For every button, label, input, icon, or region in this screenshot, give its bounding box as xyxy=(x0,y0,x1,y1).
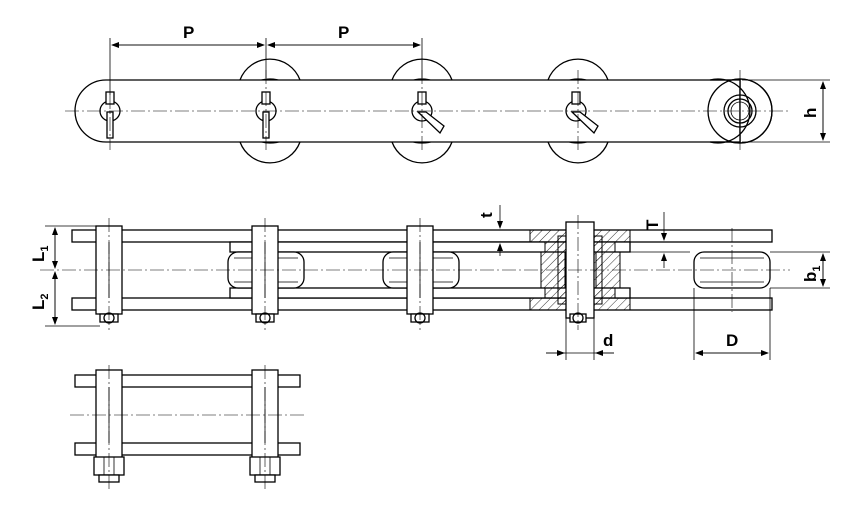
l1-label: L1 xyxy=(29,245,51,262)
pitch-label: P xyxy=(183,23,194,42)
plate-bottom xyxy=(74,442,301,456)
b1-label: b1 xyxy=(801,265,823,282)
plate-top xyxy=(74,374,301,388)
section-cut xyxy=(529,221,631,324)
d-label: d xyxy=(603,331,613,350)
D-label: D xyxy=(726,331,738,350)
top-view: P P h xyxy=(65,23,830,164)
t-label: t xyxy=(477,212,496,218)
height-label: h xyxy=(801,108,820,118)
bottom-view xyxy=(70,365,305,490)
pitch-label: P xyxy=(338,23,349,42)
l2-label: L2 xyxy=(29,293,51,310)
side-view: L1 L2 t T b1 d D xyxy=(29,205,830,360)
T-label: T xyxy=(643,219,662,230)
